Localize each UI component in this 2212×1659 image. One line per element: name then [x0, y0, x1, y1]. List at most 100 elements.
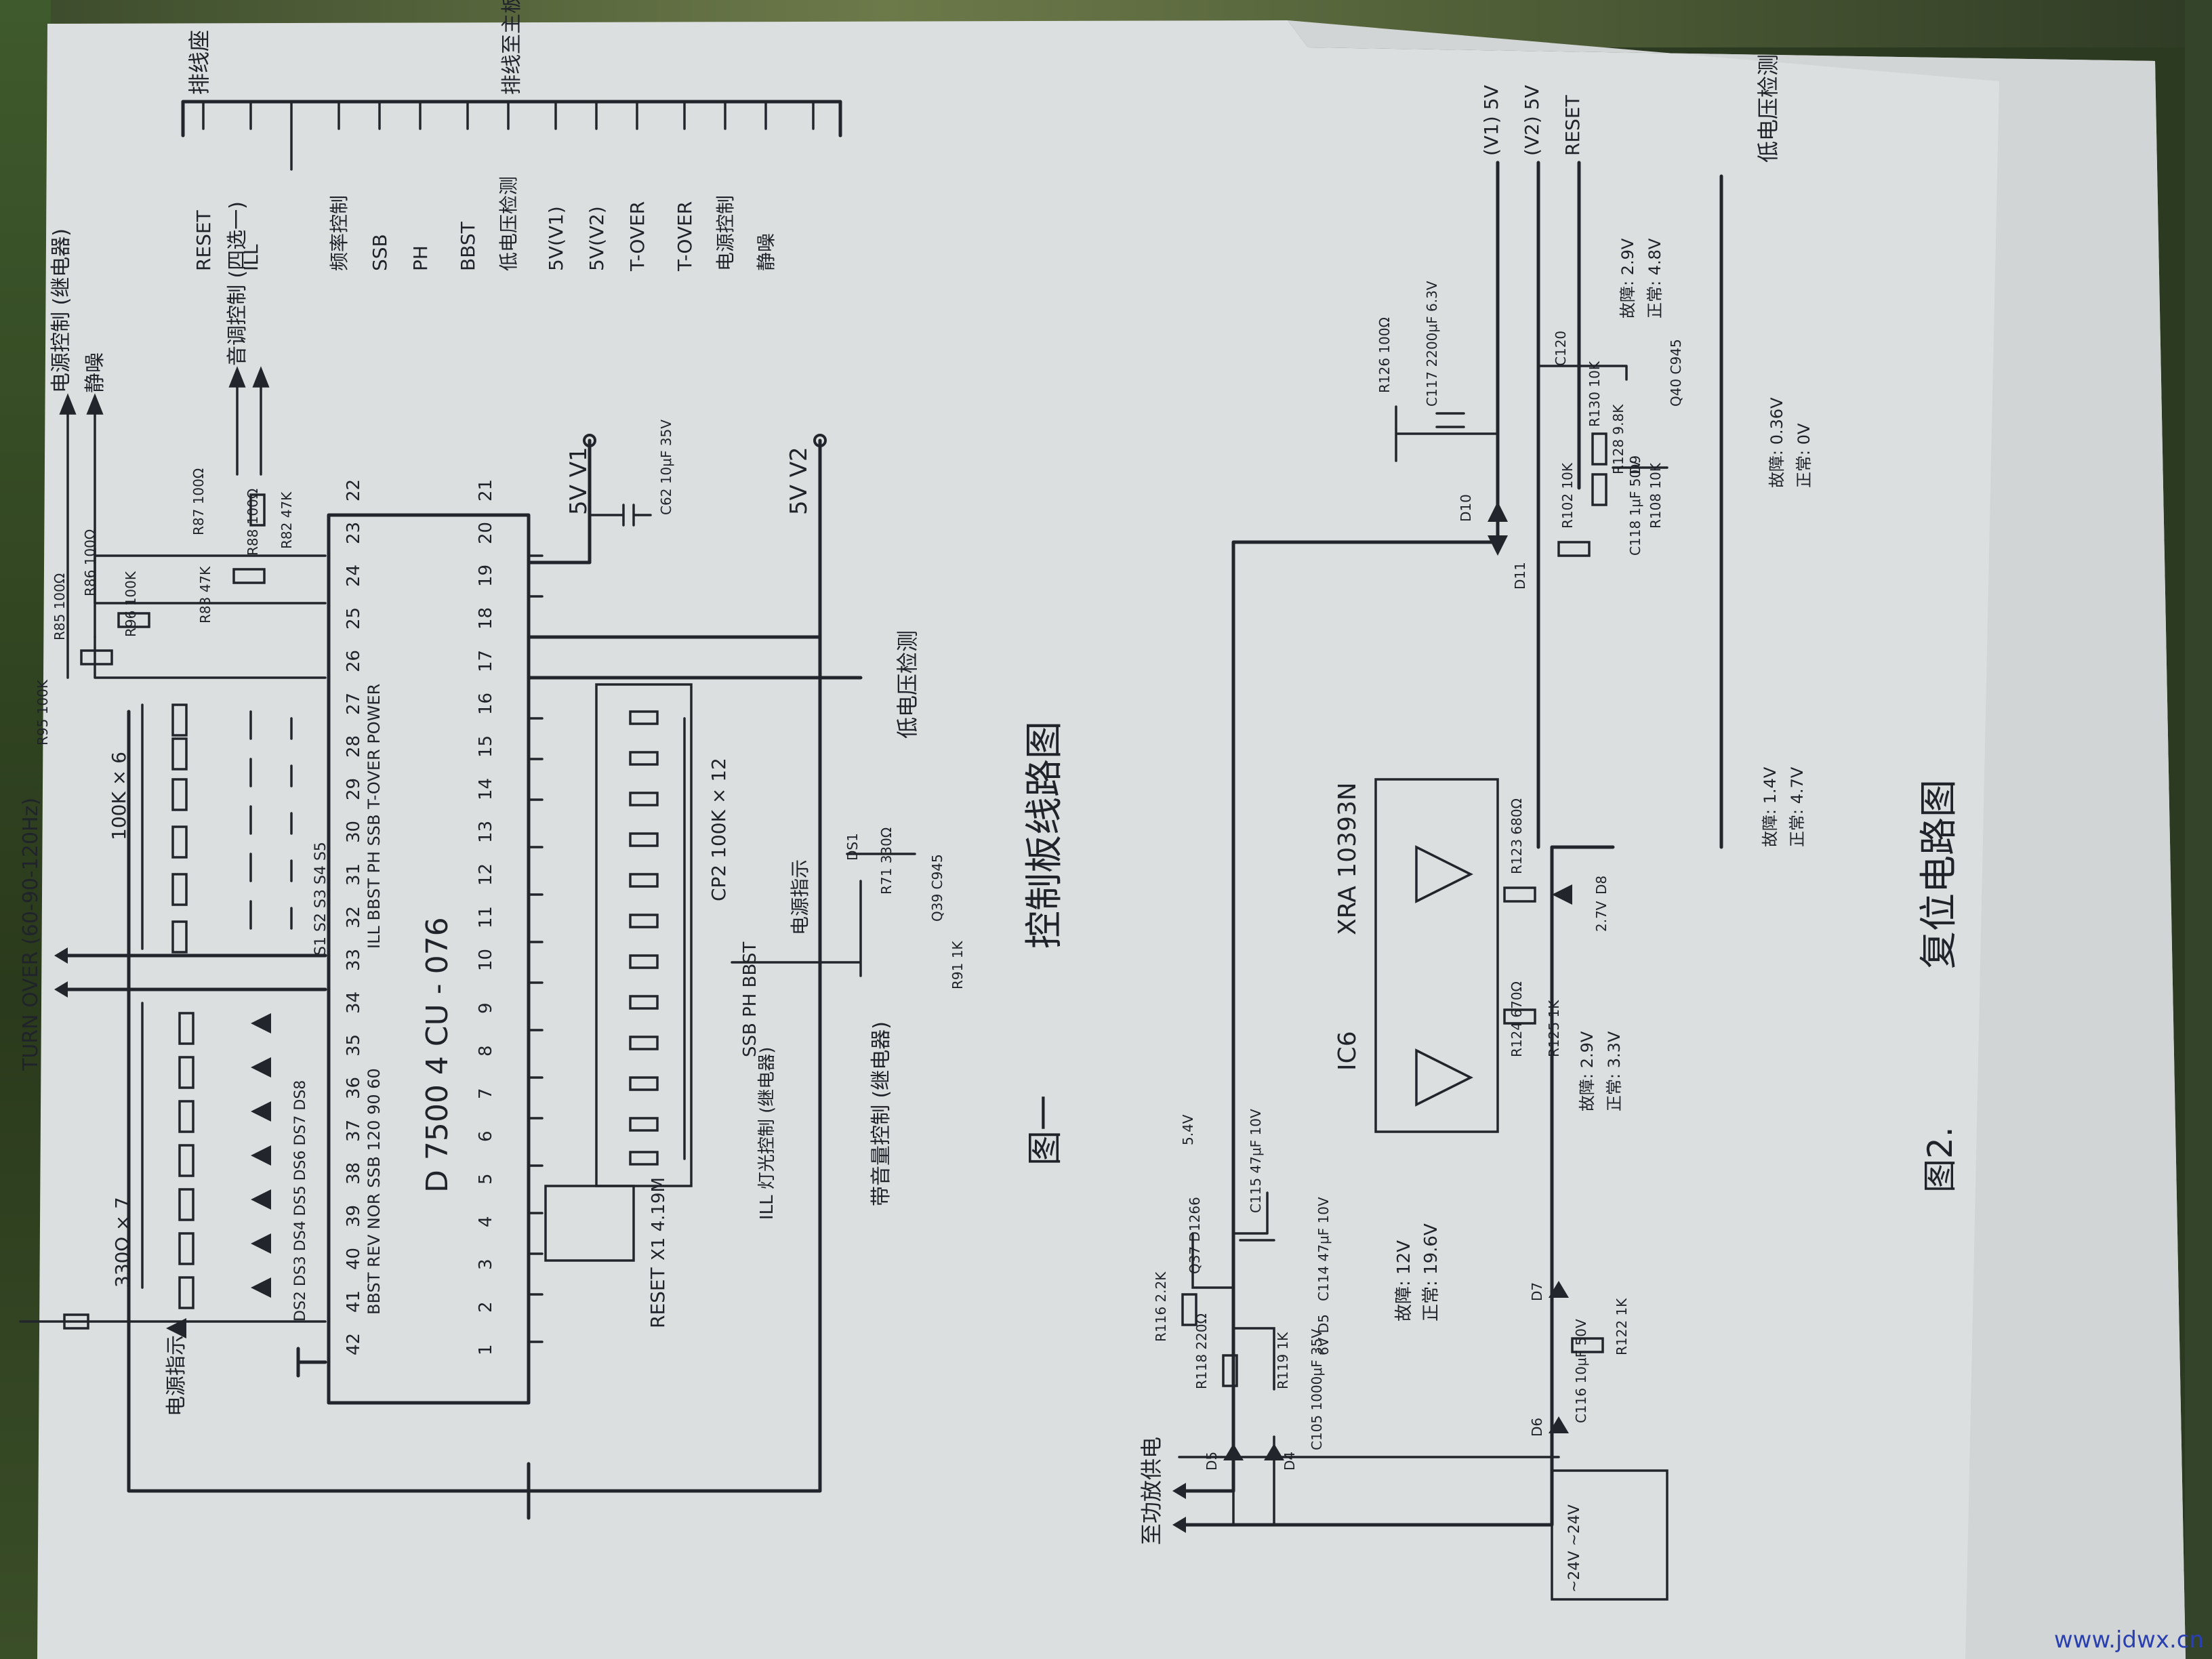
- v-fault1: 故障: 12V: [1394, 1240, 1414, 1322]
- connector-signal-label: BBST: [457, 221, 479, 271]
- r118: [1222, 1354, 1238, 1387]
- pin-number: 7: [476, 1088, 496, 1099]
- pin-number: 18: [476, 607, 496, 630]
- r83-label: R83 47K: [197, 566, 213, 623]
- fig2-ground-rail: [1228, 845, 1615, 1527]
- power-control-label: 电源控制 (继电器): [49, 228, 73, 393]
- connector-signal-label: 频率控制: [328, 195, 350, 271]
- d5: [1223, 1443, 1244, 1460]
- pin-number: 10: [476, 949, 496, 971]
- d8-v-label: 2.7V: [1593, 901, 1610, 932]
- to-power-label: 至功放供电: [1139, 1437, 1164, 1545]
- connector-signal-label: T-OVER: [674, 201, 696, 272]
- low-v-detect-fig1: 低电压检测: [895, 630, 920, 739]
- d7: [1549, 1281, 1569, 1298]
- connector-signal-label: T-OVER: [626, 201, 649, 272]
- q39-label: Q39 C945: [929, 854, 945, 922]
- connector-title: 排线座: [186, 30, 212, 95]
- r128-label: R128 9.8K: [1610, 404, 1626, 474]
- pin-number: 13: [476, 821, 496, 843]
- pin-number: 9: [476, 1002, 496, 1014]
- pin-number: 15: [476, 735, 496, 758]
- r82-label: R82 47K: [279, 491, 295, 549]
- ic-pin-function-row: BBST REV NOR SSB 120 90 60: [365, 1068, 384, 1315]
- d4-label: D4: [1282, 1452, 1298, 1471]
- connector-signal-label: 电源控制: [714, 195, 737, 271]
- d11: [1488, 535, 1508, 556]
- q37-circuit: [1191, 1191, 1275, 1391]
- pin-number: 42: [344, 1333, 364, 1355]
- mute-sound-control: [59, 366, 327, 679]
- ic-pin-function-row2: ILL BBST PH SSB T-OVER POWER: [365, 684, 384, 949]
- q37-label: Q37 D1266: [1187, 1197, 1203, 1274]
- r86-label: R86 100Ω: [82, 529, 98, 596]
- ic6-box: [1374, 778, 1499, 1133]
- q40-circuit: [1537, 324, 1668, 469]
- pin-number: 27: [344, 693, 364, 715]
- res-330-label: 330Ω × 7: [111, 1197, 134, 1288]
- pin-number: 40: [344, 1248, 364, 1270]
- pin-number: 16: [476, 693, 496, 715]
- pin-number: 6: [476, 1130, 496, 1142]
- r108-label: R108 10K: [1647, 462, 1664, 529]
- v-norm2: 正常: 3.3V: [1605, 1031, 1624, 1111]
- d7-label: D7: [1529, 1282, 1545, 1301]
- c120-label: C120: [1553, 331, 1569, 366]
- music-ctrl-label: 带音量控制 (继电器): [869, 1021, 893, 1206]
- ic-d75004: [327, 513, 531, 1405]
- d10: [1488, 501, 1508, 522]
- pin-number: 36: [344, 1077, 364, 1099]
- photo-background-right: [2185, 0, 2212, 1659]
- switch-array-s1-s5: [141, 703, 293, 954]
- r126-c117: [1395, 405, 1499, 462]
- turn-over-arrow-2: [54, 981, 68, 998]
- comparator-1: [1415, 845, 1473, 903]
- pin-number: 19: [476, 565, 496, 587]
- pin-number: 26: [344, 650, 364, 672]
- turn-over-arrow-1: [54, 947, 68, 964]
- ill-label: ILL 灯光控制 (继电器): [757, 1047, 777, 1220]
- ic6-label: IC6: [1334, 1031, 1361, 1071]
- connector-signal-label: PH: [409, 245, 432, 271]
- pin-number: 39: [344, 1205, 364, 1227]
- watermark: www.jdwx.cn: [2053, 1626, 2204, 1654]
- pin-number: 12: [476, 863, 496, 886]
- r118-label: R118 220Ω: [1193, 1313, 1210, 1389]
- d6: [1549, 1416, 1569, 1433]
- ic-name-label: D 7500 4 CU - 076: [420, 917, 455, 1193]
- pin-number: 14: [476, 778, 496, 800]
- power-led: [166, 1318, 186, 1338]
- v-fault4: 故障: 2.9V: [1618, 238, 1637, 319]
- r125-label: R125 1K: [1546, 1000, 1562, 1057]
- r122: [1571, 1337, 1604, 1353]
- v2-terminal: [813, 434, 827, 447]
- d5-label: D5: [1204, 1452, 1220, 1471]
- pin-number: 23: [344, 522, 364, 544]
- r116-label: R116 2.2K: [1153, 1271, 1169, 1342]
- pin-number: 4: [476, 1216, 496, 1227]
- r116: [1181, 1293, 1197, 1326]
- pin-number: 29: [344, 778, 364, 800]
- v-norm4: 正常: 4.8V: [1645, 238, 1664, 319]
- pin-number: 33: [344, 949, 364, 971]
- pin-number: 24: [344, 565, 364, 587]
- fig1-caption-cn: 控制板线路图: [1023, 721, 1067, 949]
- pin-number: 35: [344, 1034, 364, 1057]
- r96-label: R96 100K: [123, 571, 139, 637]
- x1-label: X1 4.19M: [649, 1177, 669, 1261]
- low-v-detect-fig2: 低电压检测: [1755, 54, 1781, 163]
- turn-over-lines: [59, 954, 327, 991]
- sound-control-label: 音调控制 (四选一): [226, 201, 249, 366]
- cp2-label: CP2 100K × 12: [708, 758, 730, 901]
- r124-label: R124 670Ω: [1509, 981, 1525, 1057]
- connector-signal-label: 5V(V2): [586, 206, 608, 271]
- connector-pins: [202, 100, 815, 171]
- ds-bottom-labels: DS2 DS3 DS4 DS5 DS6 DS7 DS8: [292, 1080, 309, 1322]
- r123: [1503, 886, 1536, 903]
- pin-number: 37: [344, 1120, 364, 1142]
- figure-1-control-board: D 7500 4 CU - 076 1234567891011121314151…: [19, 201, 1067, 1520]
